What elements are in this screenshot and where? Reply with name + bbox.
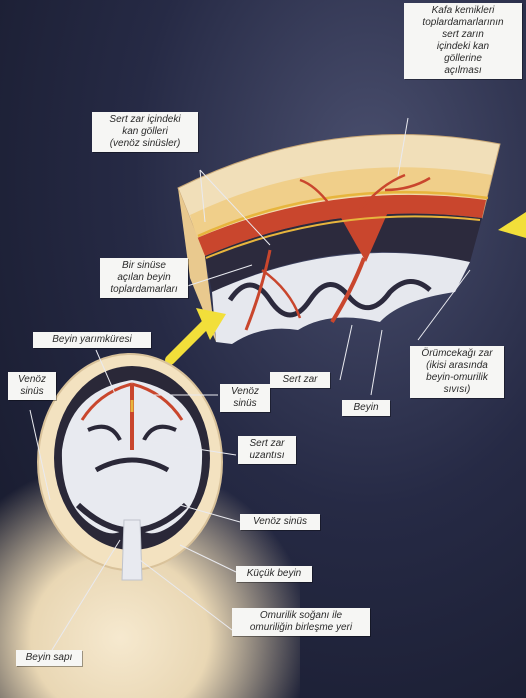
brain-cross-section-cutaway (178, 135, 500, 344)
label-dura-mater: Sert zar (270, 372, 330, 388)
label-dura-extension: Sert zar uzantısı (238, 436, 296, 464)
label-arachnoid: Örümcekağı zar (ikisi arasında beyin-omu… (410, 346, 504, 398)
label-cerebral-veins: Bir sinüse açılan beyin toplardamarları (100, 258, 188, 298)
label-venous-sinus-right: Venöz sinüs (240, 514, 320, 530)
label-venous-sinus-left: Venöz sinüs (8, 372, 56, 400)
label-cerebellum: Küçük beyin (236, 566, 312, 582)
label-brainstem: Beyin sapı (16, 650, 82, 666)
label-venous-sinus-center: Venöz sinüs (220, 384, 270, 412)
label-cerebral-hemisphere: Beyin yarımküresi (33, 332, 151, 348)
head-coronal-section (38, 354, 222, 580)
label-medulla-spinal-junction: Omurilik soğanı ile omuriliğin birleşme … (232, 608, 370, 636)
label-dural-sinuses: Sert zar içindeki kan gölleri (venöz sin… (92, 112, 198, 152)
label-brain: Beyin (342, 400, 390, 416)
label-skull-veins: Kafa kemikleri toplardamarlarının sert z… (404, 3, 522, 79)
